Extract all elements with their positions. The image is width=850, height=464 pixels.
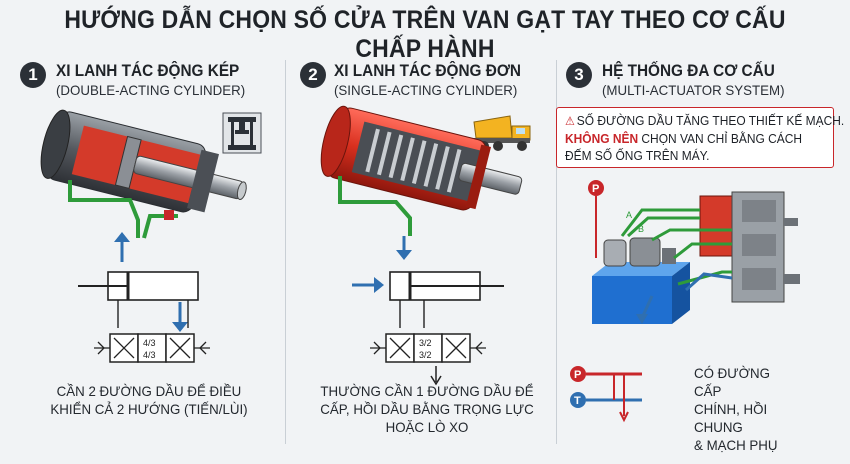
- caption-line: CÓ ĐƯỜNG CẤP: [694, 365, 770, 399]
- flow-arrows-2: [352, 236, 442, 386]
- press-machine-icon: [222, 112, 262, 154]
- single-acting-cylinder-illustration: [320, 105, 523, 236]
- flow-arrows-1: [114, 232, 188, 332]
- section-caption-3: CÓ ĐƯỜNG CẤP CHÍNH, HỒI CHUNG & MẠCH PHỤ: [694, 364, 799, 454]
- cylinder-symbol-1: [78, 271, 199, 328]
- dump-truck-icon: [473, 115, 531, 151]
- section-heading-2: XI LANH TÁC ĐỘNG ĐƠN: [334, 62, 522, 80]
- warning-line: CHỌN VAN CHỈ BẰNG CÁCH: [638, 131, 803, 146]
- section-caption-1: CẦN 2 ĐƯỜNG DẦU ĐỂ ĐIỀU KHIỂN CẢ 2 HƯỚNG…: [25, 382, 274, 418]
- caption-line: KHIỂN CẢ 2 HƯỚNG (TIẾN/LÙI): [50, 401, 248, 417]
- warning-icon: ⚠: [565, 114, 575, 128]
- valve-label-top-2: 3/2: [419, 338, 432, 348]
- pt-legend-diagram: P T: [570, 366, 642, 423]
- caption-line: & MẠCH PHỤ: [694, 437, 778, 453]
- legend-t-label: T: [574, 395, 581, 407]
- valve-label-bottom-1: 4/3: [143, 350, 156, 360]
- warning-emphasis: KHÔNG NÊN: [565, 131, 639, 146]
- legend-p-label: P: [574, 369, 581, 381]
- caption-line: CẤP, HỒI DẦU BẰNG TRỌNG LỰC: [320, 401, 534, 417]
- section-heading-3: HỆ THỐNG ĐA CƠ CẤU: [602, 62, 775, 80]
- section-number-2: 2: [300, 62, 326, 88]
- port-a-label: A: [626, 210, 632, 220]
- caption-line: CẦN 2 ĐƯỜNG DẦU ĐỂ ĐIỀU: [56, 383, 242, 399]
- caption-line: THƯỜNG CẦN 1 ĐƯỜNG DẦU ĐỂ: [320, 383, 534, 399]
- section-heading-1: XI LANH TÁC ĐỘNG KÉP: [56, 62, 240, 80]
- section-subheading-1: (DOUBLE-ACTING CYLINDER): [56, 82, 246, 98]
- port-b-label: B: [638, 224, 644, 234]
- valve-symbol-4-3: 4/3 4/3: [94, 333, 210, 363]
- section-caption-2: THƯỜNG CẦN 1 ĐƯỜNG DẦU ĐỂ CẤP, HỒI DẦU B…: [303, 382, 552, 436]
- section-number-3: 3: [566, 62, 592, 88]
- warning-box: ⚠SỐ ĐƯỜNG DẦU TĂNG THEO THIẾT KẾ MẠCH. K…: [556, 107, 844, 168]
- caption-line: CHÍNH, HỒI CHUNG: [694, 401, 768, 435]
- double-acting-cylinder-illustration: [40, 109, 247, 239]
- section-divider: [285, 60, 286, 444]
- warning-line: SỐ ĐƯỜNG DẦU TĂNG THEO THIẾT KẾ MẠCH.: [576, 113, 845, 128]
- section-number-1: 1: [20, 62, 46, 88]
- cylinder-symbol-2: [389, 271, 504, 328]
- warning-line: ĐẾM SỐ ỐNG TRÊN MÁY.: [565, 148, 710, 163]
- section-divider: [556, 60, 557, 444]
- section-subheading-2: (SINGLE-ACTING CYLINDER): [334, 82, 518, 98]
- valve-symbol-3-2: 3/2 3/2: [370, 333, 486, 363]
- page-title: HƯỚNG DẪN CHỌN SỐ CỬA TRÊN VAN GẠT TAY T…: [64, 6, 786, 63]
- section-subheading-3: (MULTI-ACTUATOR SYSTEM): [602, 82, 785, 98]
- port-p-label: P: [592, 183, 599, 195]
- caption-line: HOẶC LÒ XO: [385, 419, 469, 435]
- valve-label-bottom-2: 3/2: [419, 350, 432, 360]
- multi-actuator-illustration: P A B: [588, 180, 800, 324]
- valve-label-top-1: 4/3: [143, 338, 156, 348]
